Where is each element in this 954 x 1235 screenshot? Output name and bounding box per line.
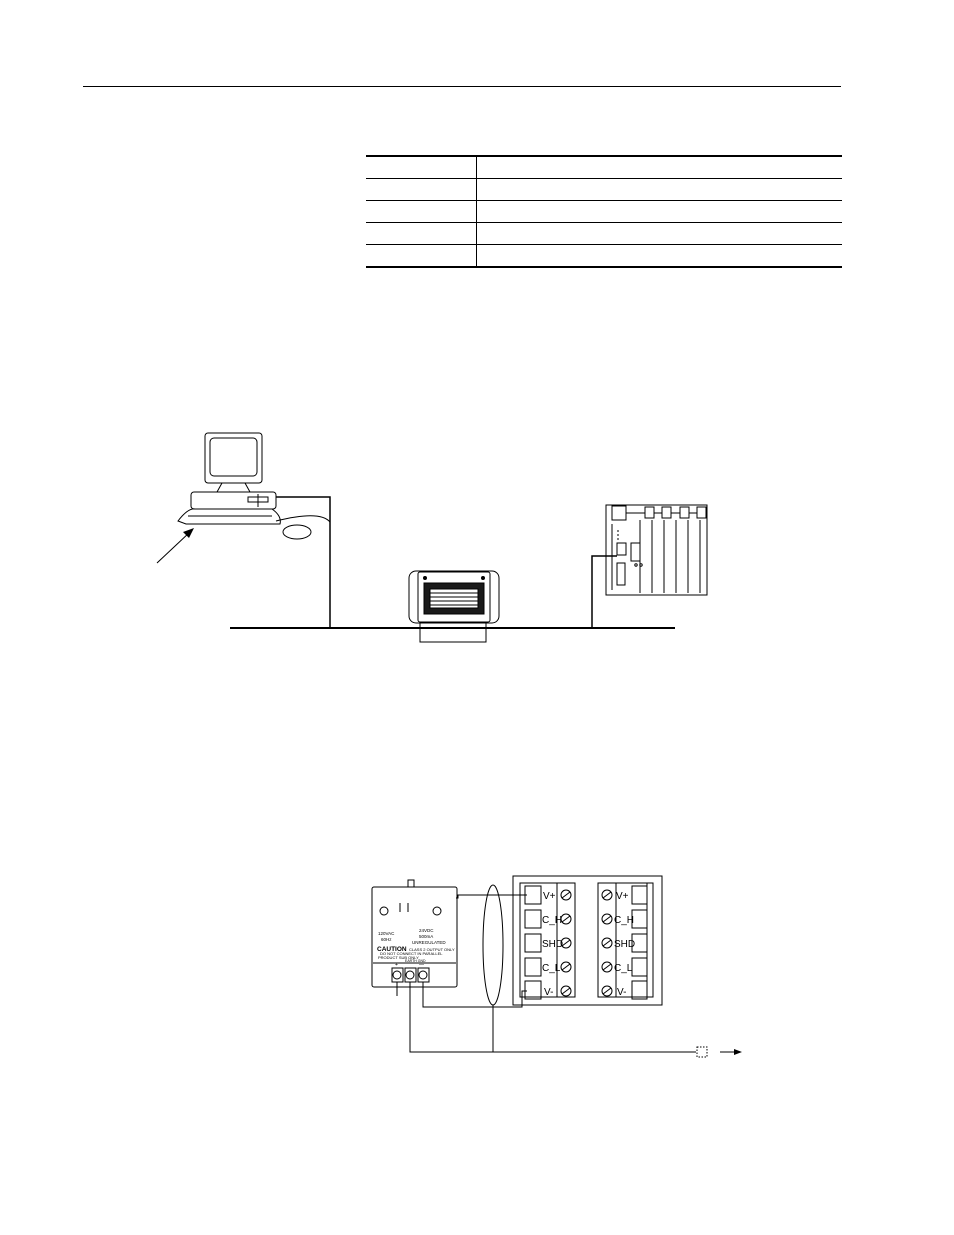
ps-current-right: 500mA [419, 934, 433, 939]
column-divider [476, 201, 477, 222]
connector-left [524, 885, 572, 1000]
personal-computer-icon [177, 432, 281, 525]
callout-arrow [156, 531, 191, 564]
wire-v-minus [422, 982, 527, 1008]
header-rule [83, 86, 841, 87]
table-row [366, 201, 842, 223]
pc-network-cable [276, 496, 331, 628]
connector-right [601, 885, 648, 1000]
column-divider [476, 223, 477, 244]
terminal-block-enclosure [512, 875, 663, 1006]
wire-v-plus [456, 894, 527, 899]
column-divider [476, 245, 477, 266]
left-terminal-label: SHD [542, 939, 563, 950]
ps-rating-left: 120VAC [378, 931, 395, 936]
left-terminal-label: V+ [543, 891, 556, 902]
spec-table [366, 155, 842, 268]
ps-terminal-minus: — [419, 962, 424, 968]
ps-rating-right: 24VDC [419, 928, 434, 933]
mouse-icon [275, 515, 331, 540]
table-row [366, 155, 842, 179]
ps-terminal-plus: + [395, 962, 398, 968]
plc-network-cable [591, 555, 617, 628]
right-terminal-label: C_L [614, 963, 633, 974]
left-terminal-label: C_L [542, 963, 561, 974]
power-supply-icon [408, 570, 500, 643]
ps-regulation: UNREGULATED [412, 940, 446, 945]
plc-chassis-icon [605, 504, 708, 596]
right-terminal-label: SHD [614, 939, 635, 950]
wiring-diagram: 120VAC 60Hz 24VDC 500mA UNREGULATED CAUT… [371, 875, 742, 1058]
network-diagram [156, 432, 708, 643]
right-terminal-label: C_H [614, 915, 634, 926]
cable-bundle-ellipse [482, 884, 504, 1006]
ps-freq-left: 60Hz [381, 937, 392, 942]
column-divider [476, 179, 477, 200]
ps-caution: CAUTION [377, 946, 407, 953]
table-row [366, 223, 842, 245]
table-row [366, 179, 842, 201]
right-terminal-label: V- [617, 987, 626, 998]
ps-caution-line3: PRODUCT SUB ONLY [378, 955, 419, 960]
left-terminal-label: V- [544, 987, 553, 998]
right-terminal-label: V+ [616, 891, 629, 902]
ps-terminal-earth: EARTH GND [405, 959, 426, 963]
left-terminal-label: C_H [542, 915, 562, 926]
column-divider [476, 157, 477, 178]
table-row [366, 245, 842, 268]
ps-caution-line1: CLASS 2 OUTPUT ONLY [409, 947, 455, 952]
ps-caution-line2: DO NOT CONNECT IN PARALLEL [380, 951, 443, 956]
wire-earth-ground [409, 982, 696, 1053]
terminal-strip-left [519, 882, 576, 998]
ul-listing-mark-icon [379, 906, 442, 916]
ground-terminal-icon [696, 1046, 708, 1058]
terminal-strip-right [597, 882, 654, 998]
arrowhead-icon [183, 528, 194, 538]
arrowhead-icon [734, 1049, 742, 1055]
